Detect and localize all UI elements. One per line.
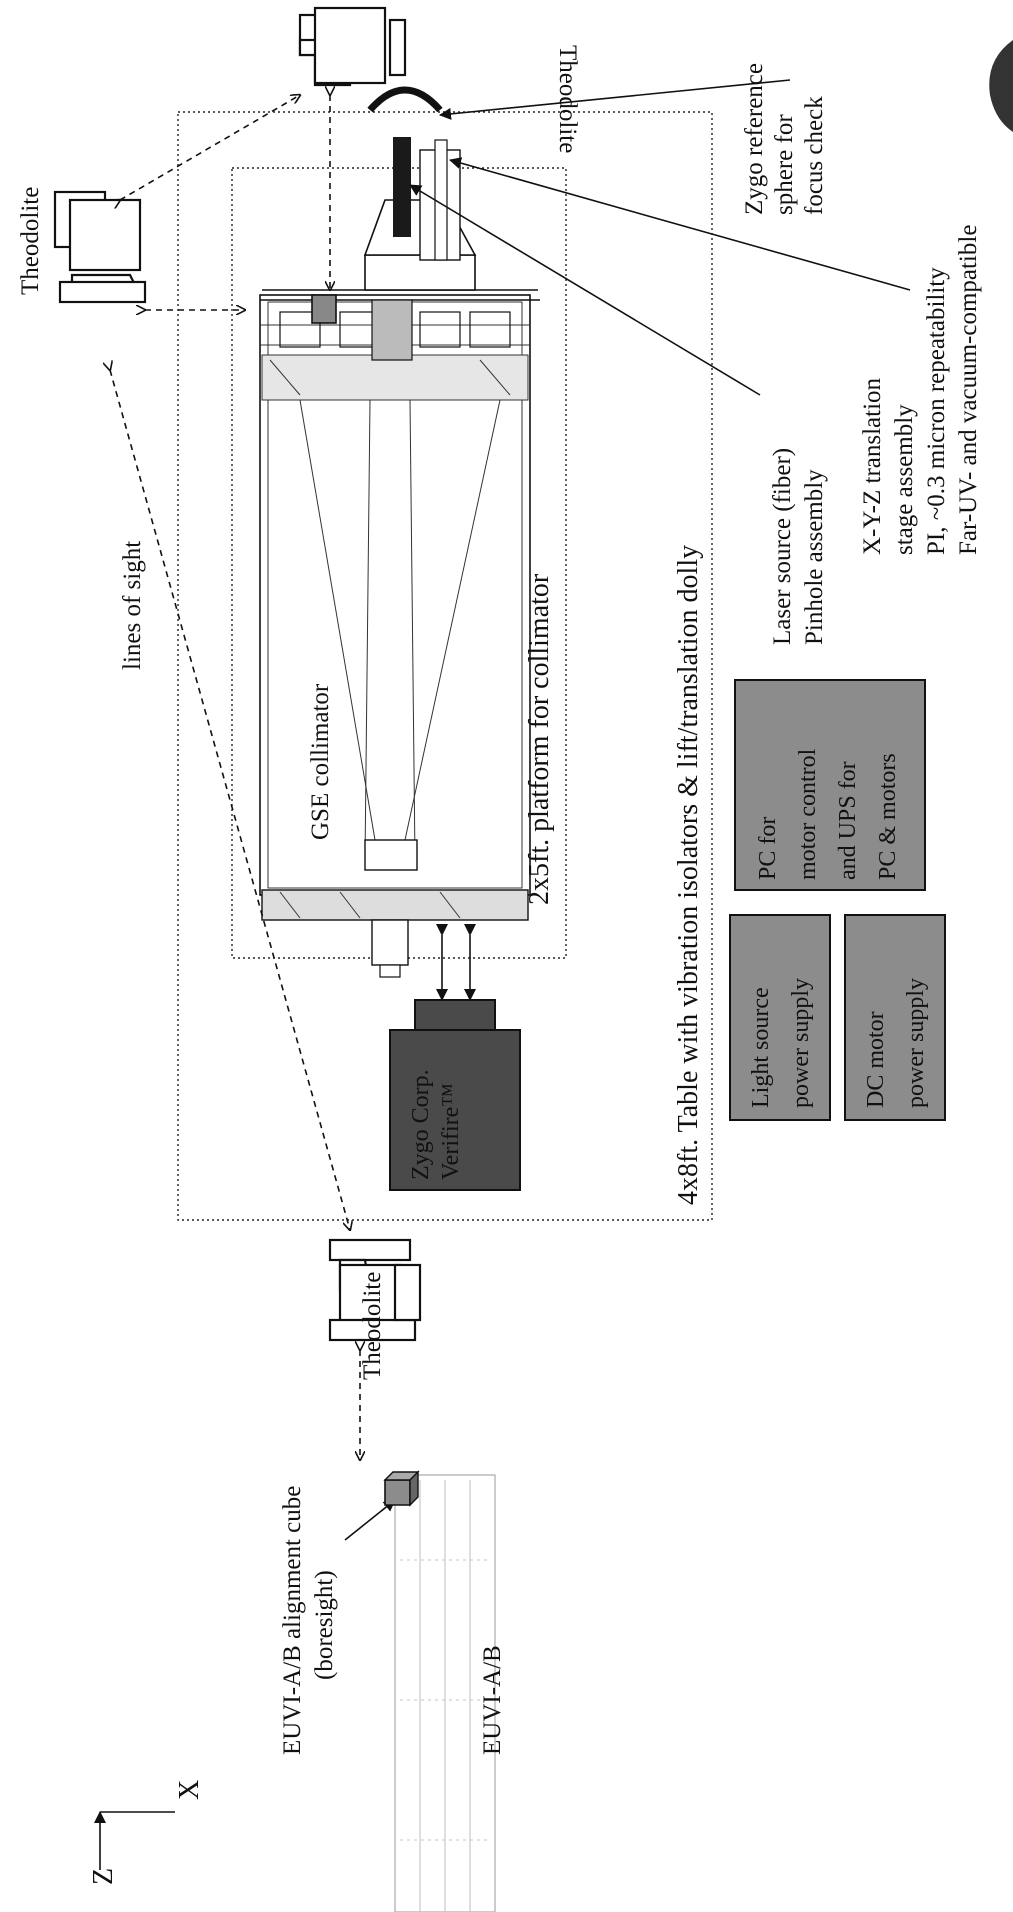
- euvi-label: EUVI-A/B: [479, 1645, 506, 1755]
- zygo-box-cap: [415, 1000, 495, 1030]
- pc-box-text-3: and UPS for: [835, 761, 861, 880]
- laser-fiber-bar: [393, 137, 411, 237]
- euvi-cube-label-1: EUVI-A/B alignment cube: [279, 1486, 306, 1755]
- dc-box-text-1: DC motor: [863, 1011, 889, 1108]
- zygo-box-text-1: Zygo Corp.: [408, 1069, 434, 1180]
- lines-of-sight-label: lines of sight: [119, 541, 146, 670]
- zygo-reference-sphere: [370, 90, 440, 110]
- stage-label-1: X-Y-Z translation: [859, 377, 886, 555]
- axis-indicator: [100, 1812, 175, 1870]
- stage-pointer: [450, 160, 910, 290]
- zygo-ref-label-1: Zygo reference: [741, 63, 768, 215]
- stage-label-2: stage assembly: [891, 404, 918, 555]
- axis-x-label: X: [174, 1780, 205, 1800]
- corner-smudge: [989, 40, 1013, 132]
- light-source-box: [730, 915, 830, 1120]
- zygo-box-text-2: Verifire™: [438, 1083, 464, 1180]
- stage-label-3: PI, ~0.3 micron repeatability: [923, 267, 950, 555]
- pc-box-text-4: PC & motors: [875, 753, 901, 880]
- dc-box-text-2: power supply: [903, 978, 929, 1108]
- theodolite-top-left-label: Theodolite: [17, 187, 44, 295]
- zygo-ref-pointer: [440, 80, 790, 115]
- laser-label-1: Laser source (fiber): [769, 448, 796, 645]
- theodolite-top-right-label: Theodolite: [554, 45, 581, 153]
- los-topleft-topright: [120, 95, 300, 200]
- table-label: 4x8ft. Table with vibration isolators & …: [673, 545, 704, 1205]
- light-box-text-2: power supply: [788, 978, 814, 1108]
- euvi-cube-label-2: (boresight): [311, 1570, 338, 1680]
- alignment-cube-icon: [385, 1472, 418, 1505]
- pc-box-text-2: motor control: [795, 748, 821, 880]
- theodolite-top-right-icon: [300, 8, 405, 85]
- axis-z-label: Z: [88, 1868, 119, 1885]
- platform-label: 2x5ft. platform for collimator: [524, 573, 555, 905]
- light-box-text-1: Light source: [748, 987, 774, 1108]
- stage-label-4: Far-UV- and vacuum-compatible: [955, 225, 982, 555]
- zygo-ref-label-2: sphere for: [771, 114, 798, 215]
- euvi-cube-pointer: [345, 1500, 395, 1540]
- gse-collimator-label: GSE collimator: [307, 683, 334, 840]
- theodolite-bottom-label: Theodolite: [359, 1272, 386, 1380]
- dc-motor-box: [845, 915, 945, 1120]
- theodolite-top-left-icon: [55, 192, 145, 302]
- pc-box-text-1: PC for: [755, 817, 781, 880]
- gse-collimator-drawing: [260, 137, 540, 977]
- zygo-ref-label-3: focus check: [801, 96, 828, 215]
- laser-label-2: Pinhole assembly: [801, 469, 828, 645]
